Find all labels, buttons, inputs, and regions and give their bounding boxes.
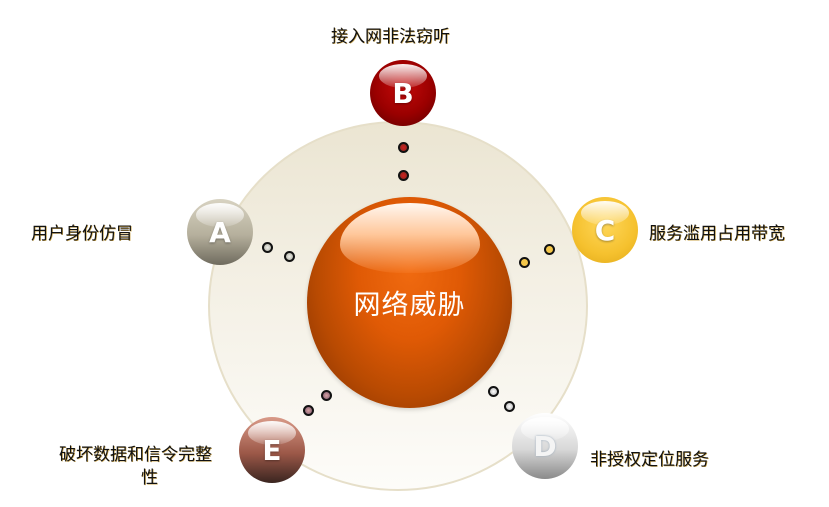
- connector-dot-e2: [303, 405, 314, 416]
- connector-dot-a1: [262, 242, 273, 253]
- node-e-highlight: [248, 421, 296, 445]
- center-label: 网络威胁: [353, 290, 466, 321]
- label-e-line1: 破坏数据和信令完整: [59, 445, 212, 465]
- connector-dot-c1: [519, 257, 530, 268]
- node-a: A: [187, 199, 253, 265]
- label-a: 用户身份仿冒: [31, 224, 133, 244]
- node-d-letter: D: [533, 430, 557, 463]
- connector-dot-b1: [398, 142, 409, 153]
- node-d-highlight: [521, 417, 569, 441]
- connector-dot-d2: [504, 401, 515, 412]
- label-e-line2: 性: [141, 468, 158, 488]
- node-c-highlight: [581, 201, 629, 225]
- node-c-letter: C: [594, 214, 616, 247]
- node-a-letter: A: [209, 216, 231, 249]
- connector-dot-a2: [284, 251, 295, 262]
- label-d: 非授权定位服务: [590, 450, 709, 470]
- label-b: 接入网非法窃听: [331, 27, 450, 47]
- node-b: B: [370, 60, 436, 126]
- connector-dot-e1: [321, 390, 332, 401]
- label-c: 服务滥用占用带宽: [649, 224, 785, 244]
- connector-dot-c2: [544, 244, 555, 255]
- connector-dot-d1: [488, 386, 499, 397]
- node-e-letter: E: [262, 434, 282, 467]
- node-d: D: [512, 413, 578, 479]
- node-b-letter: B: [392, 77, 414, 110]
- connector-dot-b2: [398, 170, 409, 181]
- node-c: C: [572, 197, 638, 263]
- node-a-highlight: [196, 203, 244, 227]
- node-e: E: [239, 417, 305, 483]
- node-b-highlight: [379, 64, 427, 88]
- center-sphere-highlight: [340, 203, 480, 273]
